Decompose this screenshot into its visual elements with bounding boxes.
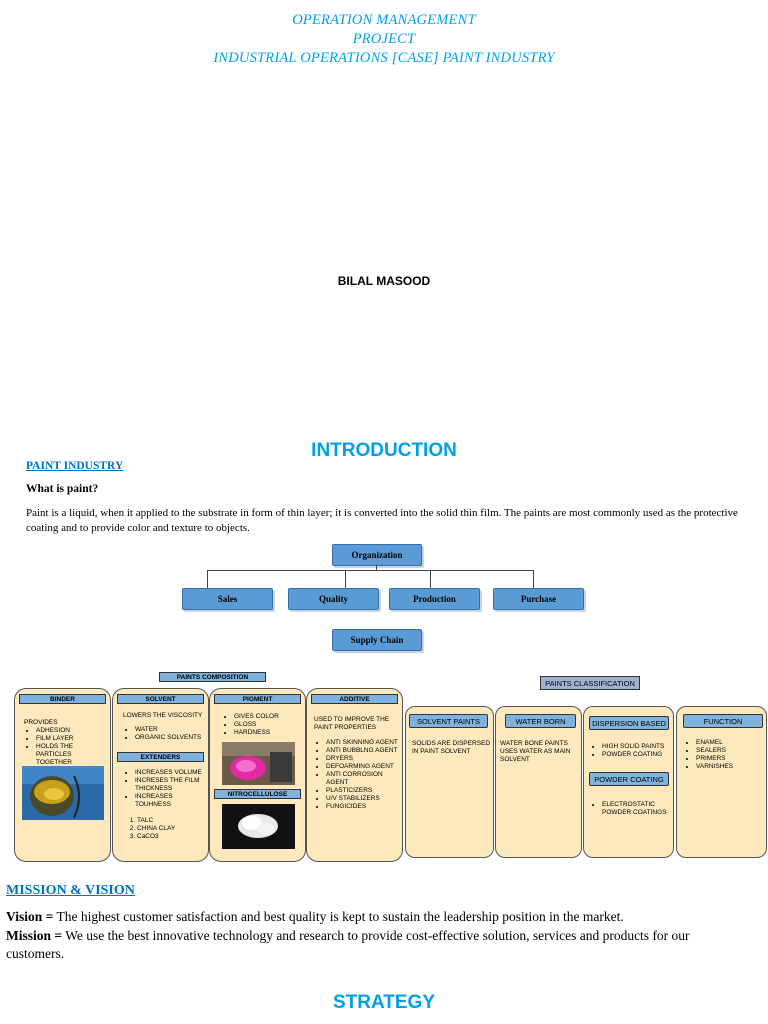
mission-label: Mission =	[6, 928, 63, 943]
vision-label: Vision =	[6, 909, 54, 924]
list-item: CHINA CLAY	[137, 825, 207, 833]
strategy-heading: STRATEGY	[332, 992, 436, 1013]
vision-statement: Vision = The highest customer satisfacti…	[6, 908, 746, 926]
list-item: HARDNESS	[234, 729, 302, 737]
list-item: FUNGICIDES	[326, 803, 400, 811]
mission-vision-heading[interactable]: MISSION & VISION	[6, 883, 135, 898]
list-item: HOLDS THE PARTICLES TOGETHER	[36, 743, 109, 767]
list-item: ANTI BUBBLNG AGENT	[326, 747, 400, 755]
org-connector	[533, 570, 534, 588]
solvent-intro: LOWERS THE VISCOSITY	[123, 712, 203, 719]
org-connector	[430, 570, 431, 588]
pigment-title: PIGMENT	[214, 694, 301, 704]
org-connector	[376, 565, 377, 571]
solvent-paints-text: SOLIDS ARE DISPERSED IN PAINT SOLVENT	[412, 740, 491, 755]
list-item: WATER	[135, 726, 207, 734]
powder-coating-title: POWDER COATING	[589, 772, 669, 786]
list-item: POWDER COATING	[602, 751, 672, 759]
dispersion-content: HIGH SOLID PAINTS POWDER COATING	[590, 743, 672, 759]
author-name: BILAL MASOOD	[337, 274, 431, 288]
list-item: INCREASES VOLUME	[135, 769, 207, 777]
pigment-photo	[222, 742, 295, 785]
org-connector	[207, 570, 533, 571]
list-item: FILM LAYER	[36, 735, 109, 743]
paint-bucket-photo	[22, 766, 104, 820]
what-is-paint-question: What is paint?	[26, 483, 99, 495]
extenders-content: INCREASES VOLUME INCRESES THE FILM THICK…	[123, 769, 207, 841]
list-item: ENAMEL	[696, 739, 764, 747]
mission-statement: Mission = We use the best innovative tec…	[6, 927, 751, 963]
binder-intro: PROVIDES	[24, 719, 58, 726]
org-box-quality: Quality	[288, 588, 379, 610]
function-panel	[676, 706, 767, 858]
powder-coating-content: ELECTROSTATIC POWDER COATINGS	[590, 801, 672, 817]
list-item: DRYERS	[326, 755, 400, 763]
list-item: CaCO3	[137, 833, 207, 841]
list-item: GIVES COLOR	[234, 713, 302, 721]
org-box-production: Production	[389, 588, 480, 610]
doc-title-line-1: OPERATION MANAGEMENT	[292, 12, 476, 28]
list-item: VARNISHES	[696, 763, 764, 771]
list-item: U/V STABILIZERS	[326, 795, 400, 803]
mission-text: We use the best innovative technology an…	[6, 928, 690, 961]
additive-intro: USED TO IMPROVE THE PAINT PROPERTIES	[314, 716, 390, 731]
binder-content: PROVIDES ADHESION FILM LAYER HOLDS THE P…	[24, 719, 109, 767]
binder-title: BINDER	[19, 694, 106, 704]
org-connector	[207, 570, 208, 588]
function-content: ENAMEL SEALERS PRIMERS VARNISHES	[684, 739, 764, 771]
water-born-panel	[495, 706, 582, 858]
paints-classification-title: PAINTS CLASSIFICATION	[540, 676, 640, 690]
dispersion-title: DISPERSION BASED	[589, 716, 669, 730]
list-item: SEALERS	[696, 747, 764, 755]
doc-title-line-3: INDUSTRIAL OPERATIONS [CASE] PAINT INDUS…	[213, 50, 555, 66]
list-item: TALC	[137, 817, 207, 825]
solvent-panel	[112, 688, 209, 862]
introduction-paragraph: Paint is a liquid, when it applied to th…	[26, 507, 738, 534]
water-born-title: WATER BORN	[505, 714, 576, 728]
org-box-supply-chain: Supply Chain	[332, 629, 422, 651]
nitrocellulose-title: NITROCELLULOSE	[214, 789, 301, 799]
list-item: GLOSS	[234, 721, 302, 729]
list-item: ANTI SKINNING AGENT	[326, 739, 400, 747]
solvent-paints-title: SOLVENT PAINTS	[409, 714, 488, 728]
solvent-paints-panel	[405, 706, 494, 858]
list-item: INCRESES THE FILM THICKNESS	[135, 777, 207, 793]
list-item: HIGH SOLID PAINTS	[602, 743, 672, 751]
water-born-text: WATER BONE PAINTS USES WATER AS MAIN SOL…	[500, 740, 571, 763]
list-item: INCREASES TOUHNESS	[135, 793, 207, 809]
paints-composition-title: PAINTS COMPOSITION	[159, 672, 266, 682]
paint-industry-link[interactable]: PAINT INDUSTRY	[26, 460, 124, 472]
org-connector	[345, 570, 346, 588]
list-item: ORGANIC SOLVENTS	[135, 734, 207, 742]
introduction-heading: INTRODUCTION	[311, 440, 457, 461]
list-item: PRIMERS	[696, 755, 764, 763]
pigment-content: GIVES COLOR GLOSS HARDNESS	[222, 713, 302, 737]
list-item: DEFOARMING AGENT	[326, 763, 400, 771]
additive-title: ADDITIVE	[311, 694, 398, 704]
extenders-title: EXTENDERS	[117, 752, 204, 762]
list-item: PLASTICIZERS	[326, 787, 400, 795]
additive-content: USED TO IMPROVE THE PAINT PROPERTIES ANT…	[314, 716, 400, 811]
function-title: FUNCTION	[683, 714, 763, 728]
solvent-title: SOLVENT	[117, 694, 204, 704]
org-box-sales: Sales	[182, 588, 273, 610]
list-item: ELECTROSTATIC POWDER COATINGS	[602, 801, 672, 817]
list-item: ANTI CORROSION AGENT	[326, 771, 400, 787]
additive-panel	[306, 688, 403, 862]
org-box-purchase: Purchase	[493, 588, 584, 610]
vision-text: The highest customer satisfaction and be…	[53, 909, 624, 924]
nitrocellulose-photo	[222, 804, 295, 849]
org-box-organization: Organization	[332, 544, 422, 566]
doc-title-line-2: PROJECT	[352, 31, 416, 47]
list-item: ADHESION	[36, 727, 109, 735]
solvent-content: LOWERS THE VISCOSITY WATER ORGANIC SOLVE…	[123, 712, 207, 742]
